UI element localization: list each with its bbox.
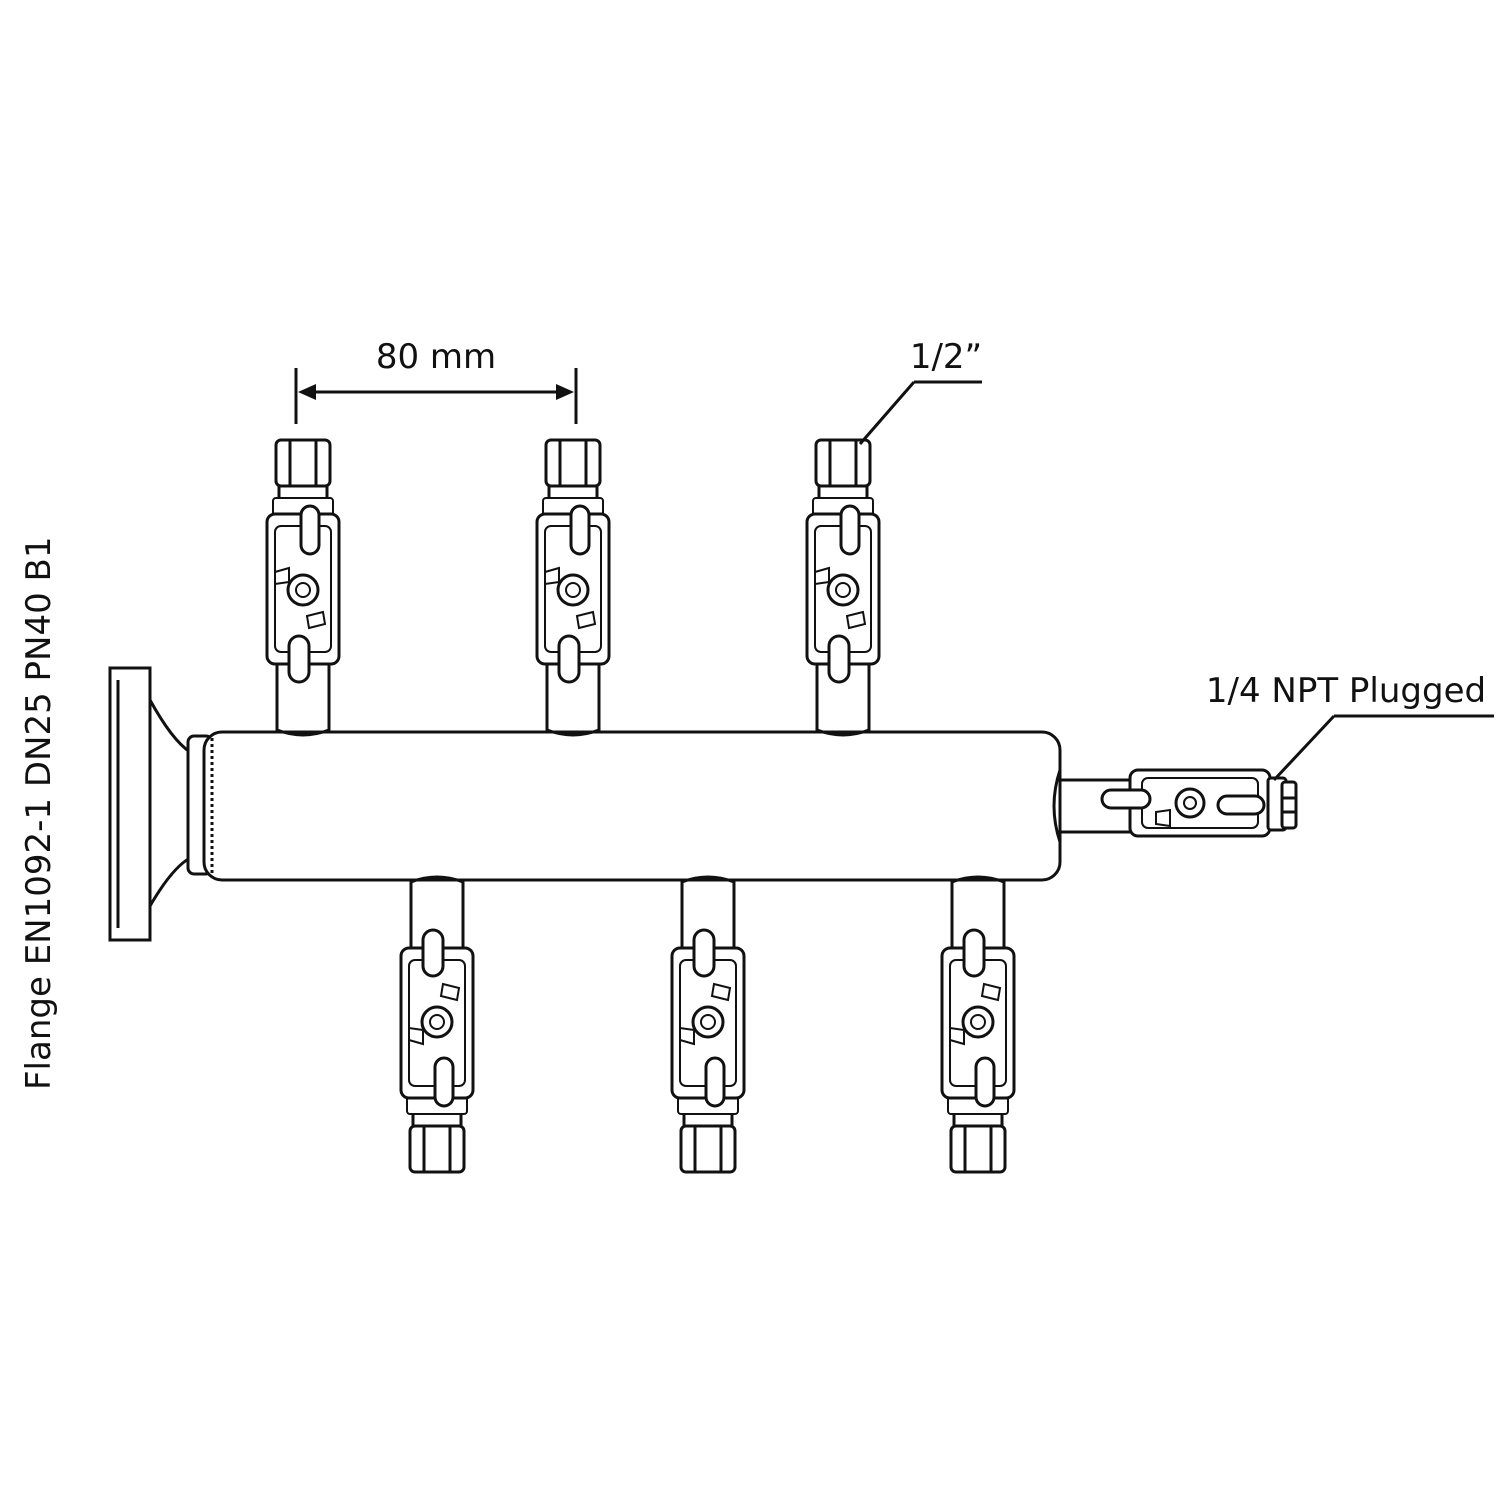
top-valve-3	[805, 438, 881, 737]
bottom-valve-3	[940, 875, 1016, 1174]
outlet-size-callout: 1/2”	[858, 337, 982, 445]
flange-label: Flange EN1092-1 DN25 PN40 B1	[19, 537, 59, 1091]
flange	[108, 666, 214, 942]
bottom-valve-1	[399, 875, 475, 1174]
spacing-dimension: 80 mm	[294, 337, 578, 424]
top-valve-2	[535, 438, 611, 737]
end-port-valve	[1060, 768, 1298, 838]
manifold-body	[202, 730, 1062, 882]
spacing-label: 80 mm	[376, 337, 496, 377]
bottom-valve-2	[670, 875, 746, 1174]
top-valve-1	[265, 438, 341, 737]
end-port-label: 1/4 NPT Plugged	[1206, 671, 1486, 711]
end-port-callout: 1/4 NPT Plugged	[1206, 671, 1494, 782]
outlet-size-label: 1/2”	[910, 337, 982, 377]
